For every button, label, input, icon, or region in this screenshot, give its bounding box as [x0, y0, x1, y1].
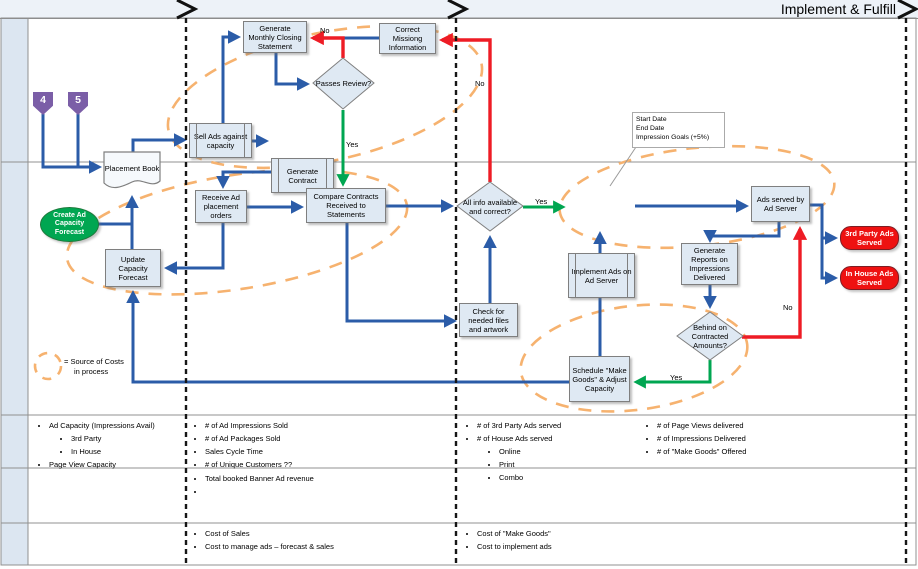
sell-ads-against-capacity-step: Sell Ads against capacity: [189, 123, 252, 158]
metrics-delivery-list: # of Page Views delivered # of Impressio…: [644, 419, 817, 458]
generate-contract-step: Generate Contract: [271, 158, 334, 193]
correct-missing-information-step: Correct Missiong Information: [379, 23, 436, 54]
list-item: In House: [71, 445, 197, 458]
schedule-make-goods-step: Schedule "Make Goods" & Adjust Capacity: [569, 356, 630, 402]
phase-boundary-lines: [184, 18, 908, 565]
cost-legend-line1: = Source of Costs: [64, 357, 124, 366]
cost-legend-line2: in process: [74, 367, 109, 377]
list-item: # of Impressions Delivered: [657, 432, 817, 445]
list-item: Cost to manage ads – forecast & sales: [205, 540, 435, 553]
all-info-available-decision: All info available and correct?: [456, 181, 524, 232]
phase-chevrons: [176, 0, 918, 20]
list-item: Sales Cycle Time: [205, 445, 405, 458]
list-item: Page View Capacity: [49, 458, 197, 471]
list-item: # of Ad Impressions Sold: [205, 419, 405, 432]
list-item: Print: [499, 458, 637, 471]
receive-ad-placement-orders-step: Receive Ad placement orders: [195, 190, 247, 223]
edge-label-no-all-info: No: [475, 79, 485, 88]
passes-review-decision: Passes Review?: [312, 57, 375, 110]
ads-served-by-ad-server-step: Ads served by Ad Server: [751, 186, 810, 222]
ad-server-settings-callout: Start Date End Date Impression Goals (+5…: [632, 112, 725, 148]
list-item: Cost of Sales: [205, 527, 435, 540]
metrics-cost-implement-list: Cost of "Make Goods" Cost to implement a…: [464, 527, 677, 553]
edge-label-yes-all-info: Yes: [535, 197, 548, 206]
list-item: # of Ad Packages Sold: [205, 432, 405, 445]
cost-legend: = Source of Costs in process: [64, 357, 124, 377]
compare-contracts-step: Compare Contracts Received to Statements: [306, 188, 386, 223]
edge-label-no-passes-review: No: [320, 26, 330, 35]
list-item: # of 3rd Party Ads served: [477, 419, 637, 432]
edge-label-yes-behind: Yes: [670, 373, 683, 382]
list-item: Total booked Banner Ad revenue: [205, 472, 425, 485]
list-item: Cost to implement ads: [477, 540, 677, 553]
behind-contracted-amounts-decision: Behind on Contracted Amounts?: [676, 311, 744, 361]
green-yes-arrows: [336, 110, 712, 389]
list-item: Cost of "Make Goods": [477, 527, 677, 540]
callout-leader-line: [609, 146, 637, 187]
check-needed-files-step: Check for needed files and artwork: [459, 303, 518, 337]
input-marker-4: 4: [33, 92, 53, 115]
create-ad-capacity-forecast-start: Create Ad Capacity Forecast: [40, 207, 99, 242]
metrics-ads-served-list: # of 3rd Party Ads served # of House Ads…: [464, 419, 637, 484]
metrics-revenue-list: Total booked Banner Ad revenue: [192, 472, 425, 498]
list-item: # of "Make Goods" Offered: [657, 445, 817, 458]
lane-grid: [0, 17, 917, 566]
metrics-sales-list: # of Ad Impressions Sold # of Ad Package…: [192, 419, 405, 471]
red-no-arrows: [309, 30, 808, 339]
placement-book-document: Placement Book: [103, 151, 161, 191]
list-item: # of Page Views delivered: [657, 419, 817, 432]
in-house-ads-served-terminal: In House Ads Served: [840, 266, 899, 290]
list-item: Online: [499, 445, 637, 458]
update-capacity-forecast-step: Update Capacity Forecast: [105, 249, 161, 287]
third-party-ads-served-terminal: 3rd Party Ads Served: [840, 226, 899, 250]
list-item: Combo: [499, 471, 637, 484]
list-item: 3rd Party: [71, 432, 197, 445]
legend-cost-circle: [33, 351, 63, 381]
generate-reports-impressions-step: Generate Reports on Impressions Delivere…: [681, 243, 738, 285]
edge-label-yes-passes-review: Yes: [346, 140, 359, 149]
lane-header-strip: [1, 18, 28, 565]
generate-monthly-closing-statement-step: Generate Monthly Closing Statement: [243, 21, 307, 53]
implement-ads-on-ad-server-step: Implement Ads on Ad Server: [568, 253, 635, 298]
phase-title: Implement & Fulfill: [780, 1, 896, 17]
metrics-cost-sales-list: Cost of Sales Cost to manage ads – forec…: [192, 527, 435, 553]
metrics-capacity-list: Ad Capacity (Impressions Avail) 3rd Part…: [36, 419, 197, 471]
list-item: Ad Capacity (Impressions Avail): [49, 419, 197, 432]
input-marker-5: 5: [68, 92, 88, 115]
list-item: # of House Ads served: [477, 432, 637, 445]
list-item: # of Unique Customers ??: [205, 458, 405, 471]
list-item: [205, 485, 425, 498]
edge-label-no-behind: No: [783, 303, 793, 312]
